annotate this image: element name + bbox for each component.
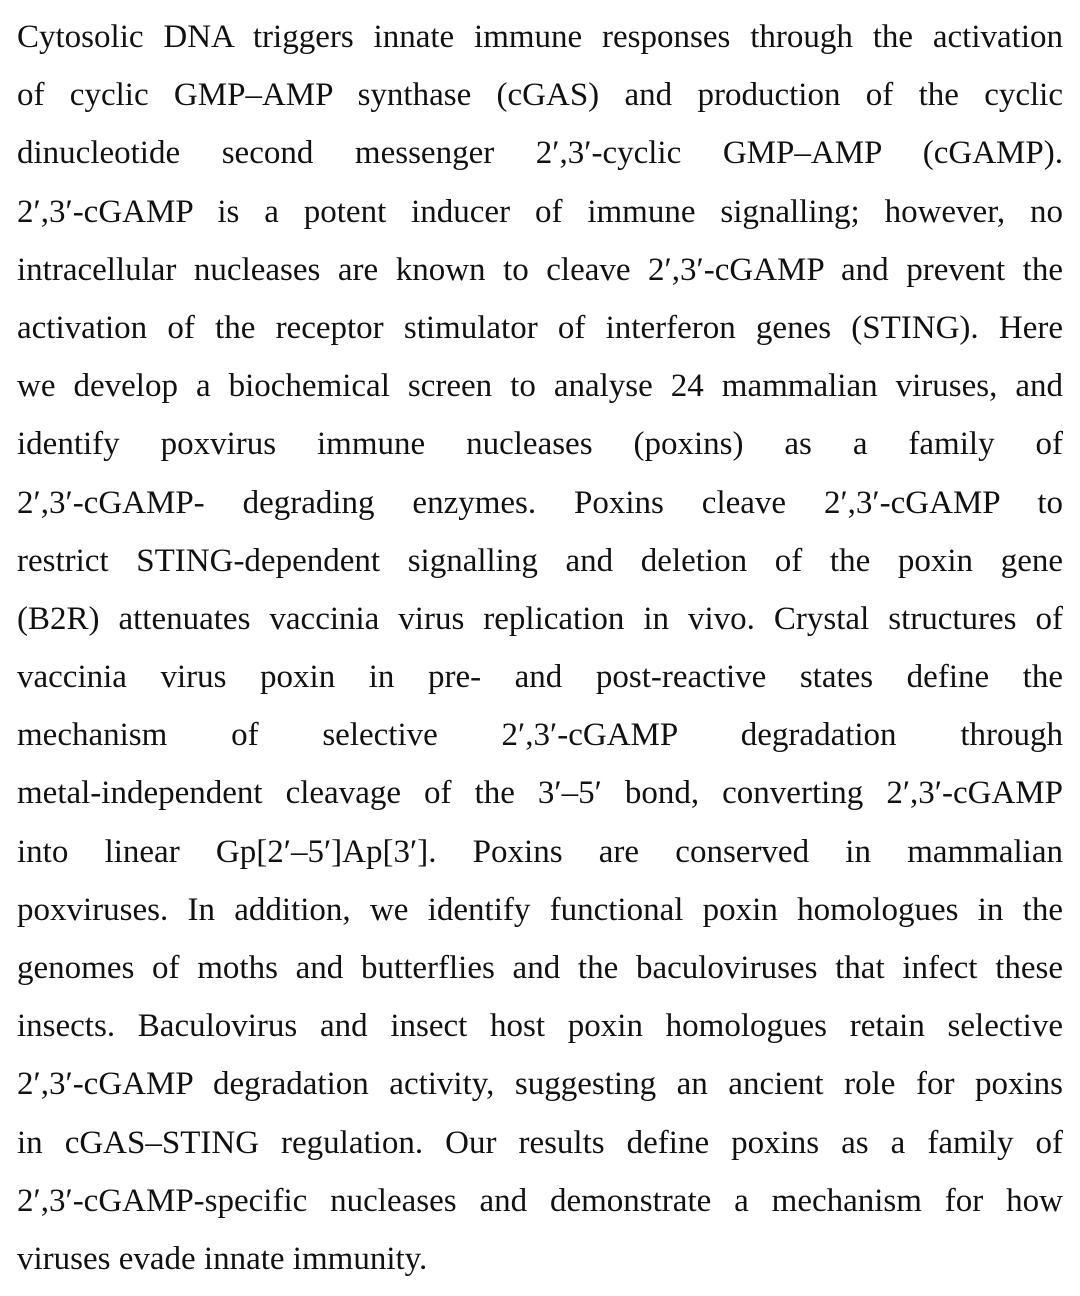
- abstract-line-21: 2′,3′-cGAMP-specific nucleases and demon…: [17, 1182, 1063, 1219]
- abstract-line-12: vaccinia virus poxin in pre- and post-re…: [17, 659, 1063, 696]
- abstract-line-8: identify poxvirus immune nucleases (poxi…: [17, 426, 1063, 463]
- abstract-line-4: 2′,3′-cGAMP is a potent inducer of immun…: [17, 193, 1063, 230]
- abstract-line-2: of cyclic GMP–AMP synthase (cGAS) and pr…: [17, 77, 1063, 114]
- abstract-line-18: insects. Baculovirus and insect host pox…: [17, 1008, 1063, 1045]
- abstract-line-15: into linear Gp[2′–5′]Ap[3′]. Poxins are …: [17, 833, 1063, 870]
- abstract-line-22: viruses evade innate immunity.: [17, 1240, 428, 1277]
- abstract-line-3: dinucleotide second messenger 2′,3′-cycl…: [17, 135, 1063, 172]
- abstract-line-1: Cytosolic DNA triggers innate immune res…: [17, 19, 1063, 55]
- abstract-line-6: activation of the receptor stimulator of…: [17, 309, 1063, 346]
- abstract-line-14: metal-independent cleavage of the 3′–5′ …: [17, 775, 1063, 812]
- abstract-line-17: genomes of moths and butterflies and the…: [17, 950, 1063, 986]
- abstract-line-20: in cGAS–STING regulation. Our results de…: [17, 1124, 1063, 1161]
- abstract-line-19: 2′,3′-cGAMP degradation activity, sugges…: [17, 1066, 1063, 1103]
- abstract-line-9: 2′,3′-cGAMP- degrading enzymes. Poxins c…: [17, 484, 1063, 521]
- abstract-line-16: poxviruses. In addition, we identify fun…: [17, 891, 1063, 928]
- abstract-line-10: restrict STING-dependent signalling and …: [17, 542, 1063, 579]
- abstract-paragraph: Cytosolic DNA triggers innate immune res…: [17, 14, 1063, 1294]
- abstract-line-13: mechanism of selective 2′,3′-cGAMP degra…: [17, 717, 1063, 754]
- abstract-line-7: we develop a biochemical screen to analy…: [17, 368, 1063, 405]
- abstract-line-5: intracellular nucleases are known to cle…: [17, 251, 1063, 288]
- abstract-line-11: (B2R) attenuates vaccinia virus replicat…: [17, 600, 1063, 637]
